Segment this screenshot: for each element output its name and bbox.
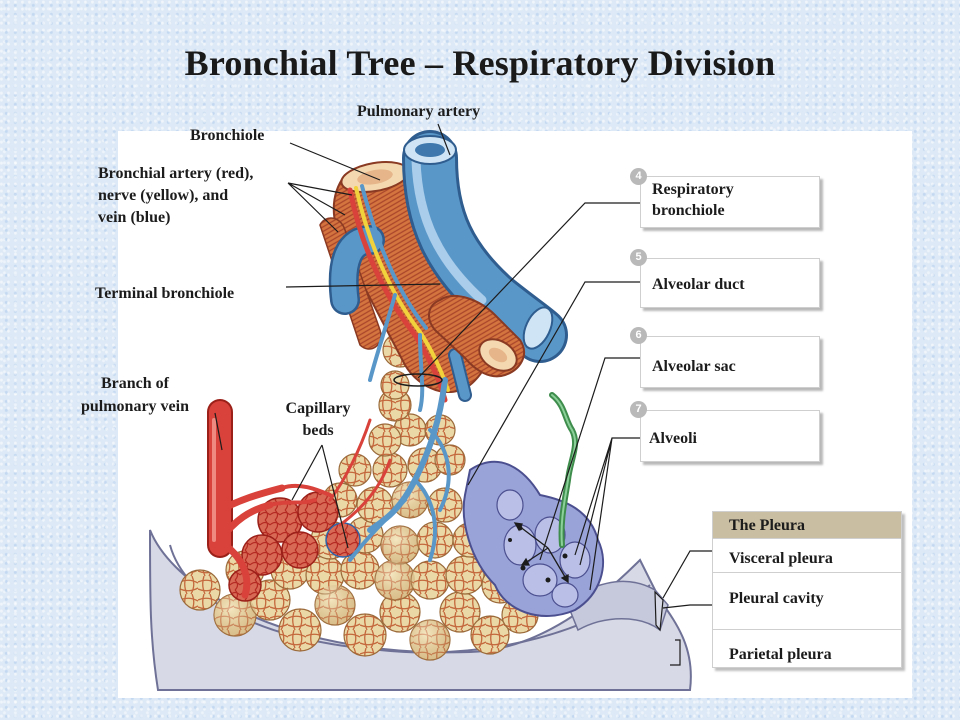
label-bronchial-artery-2: nerve (yellow), and (98, 187, 229, 204)
pleura-row-label: Pleural cavity (729, 590, 824, 607)
callout-alveoli: Alveoli (640, 410, 820, 462)
alveoli-cluster (179, 332, 539, 661)
callout-alveolar-sac: Alveolar sac (640, 336, 820, 388)
bronchial-vessels (347, 184, 450, 412)
label-bronchial-artery-1: Bronchial artery (red), (98, 165, 254, 182)
airflow-arrows (513, 522, 569, 584)
label-bronchiole: Bronchiole (190, 127, 265, 144)
respiratory-bronchiole-segment (428, 295, 525, 378)
callout-text: Alveoli (649, 430, 697, 447)
callout-text: bronchiole (652, 202, 725, 219)
label-capillary-beds-1: Capillary (285, 400, 351, 417)
callout-respiratory-bronchiole: Respiratory bronchiole (640, 176, 820, 228)
pleura-heading: The Pleura (729, 517, 805, 534)
callout-text: Alveolar duct (652, 276, 745, 293)
label-bronchial-artery-3: vein (blue) (98, 209, 171, 226)
pleura-panel: The Pleura Visceral pleura Pleural cavit… (712, 511, 902, 668)
leader-lines (214, 123, 714, 666)
page-title: Bronchial Tree – Respiratory Division (184, 43, 776, 83)
number-badge: 6 (630, 327, 647, 344)
pleura-row-label: Parietal pleura (729, 646, 832, 663)
terminal-branches (328, 377, 451, 562)
label-capillary-beds-2: beds (302, 422, 334, 439)
label-terminal-bronchiole: Terminal bronchiole (95, 285, 235, 302)
label-branch-pulmonary-vein-2: pulmonary vein (80, 398, 189, 415)
pleura-row-visceral: Visceral pleura (713, 538, 901, 572)
label-branch-pulmonary-vein-1: Branch of (101, 375, 169, 392)
label-pulmonary-artery: Pulmonary artery (357, 103, 481, 120)
pulmonary-vein-branch (207, 399, 332, 599)
pleura-row-parietal: Parietal pleura (713, 629, 901, 668)
callout-alveolar-duct: Alveolar duct (640, 258, 820, 308)
number-badge: 7 (630, 401, 647, 418)
callout-text: Alveolar sac (652, 358, 736, 375)
number-badge: 5 (630, 249, 647, 266)
pleura-row-label: Visceral pleura (729, 550, 833, 567)
callout-text: Respiratory (652, 181, 734, 198)
pleura-heading-bar: The Pleura (713, 512, 901, 538)
pleura-row-cavity: Pleural cavity (713, 572, 901, 629)
number-badge: 4 (630, 168, 647, 185)
